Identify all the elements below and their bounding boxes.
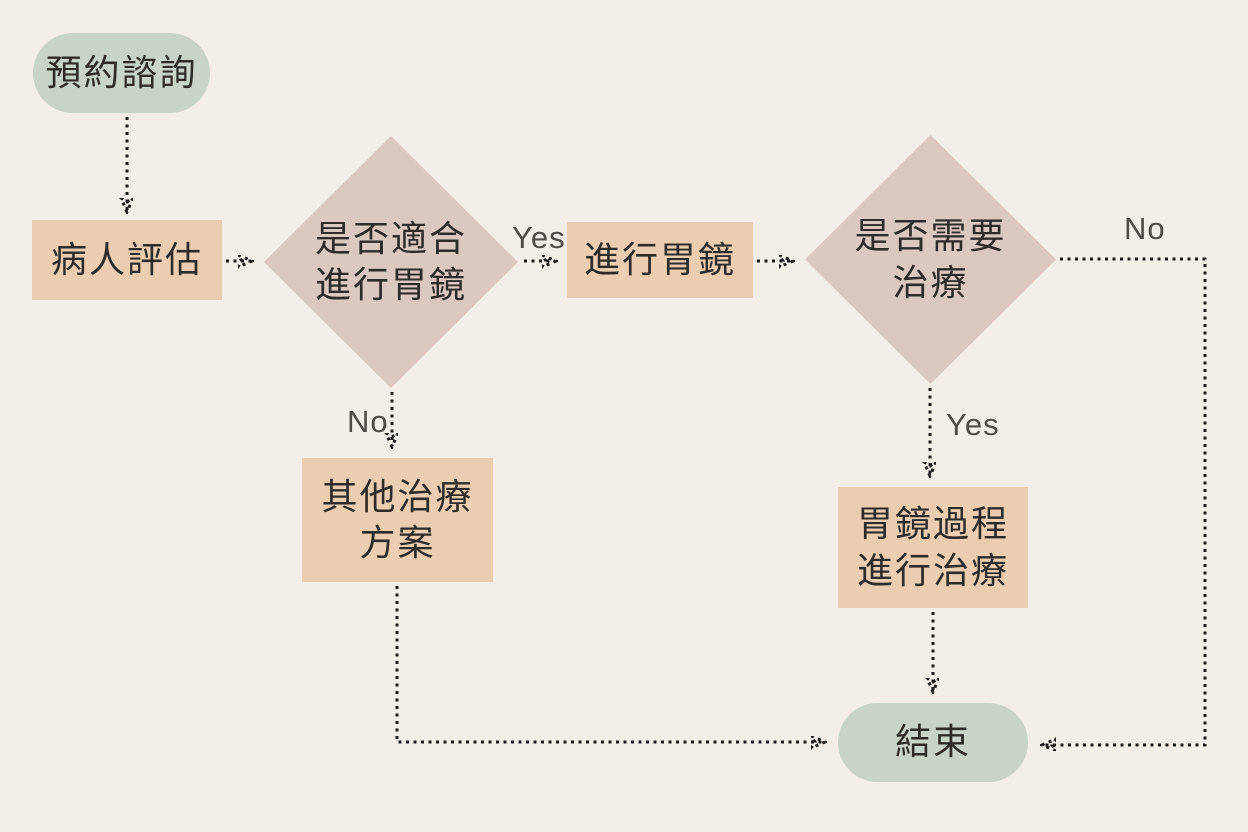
edge-other-treatment-to-end [395, 586, 824, 742]
node-perform-gastroscopy: 進行胃鏡 [567, 222, 753, 298]
node-start: 預約諮詢 [33, 33, 210, 113]
edge-label-treatment-no: No [1124, 211, 1166, 246]
edge-label-suitable-yes: Yes [512, 220, 566, 255]
node-patient-assessment: 病人評估 [32, 220, 222, 300]
node-end: 結束 [838, 703, 1028, 782]
node-other-treatment-plan: 其他治療 方案 [302, 458, 493, 582]
edge-label-treatment-yes: Yes [946, 407, 1000, 442]
edge-decision2-no-to-end [1043, 257, 1207, 745]
edge-label-suitable-no: No [347, 404, 389, 439]
node-treatment-during-gastroscopy: 胃鏡過程 進行治療 [838, 487, 1028, 608]
